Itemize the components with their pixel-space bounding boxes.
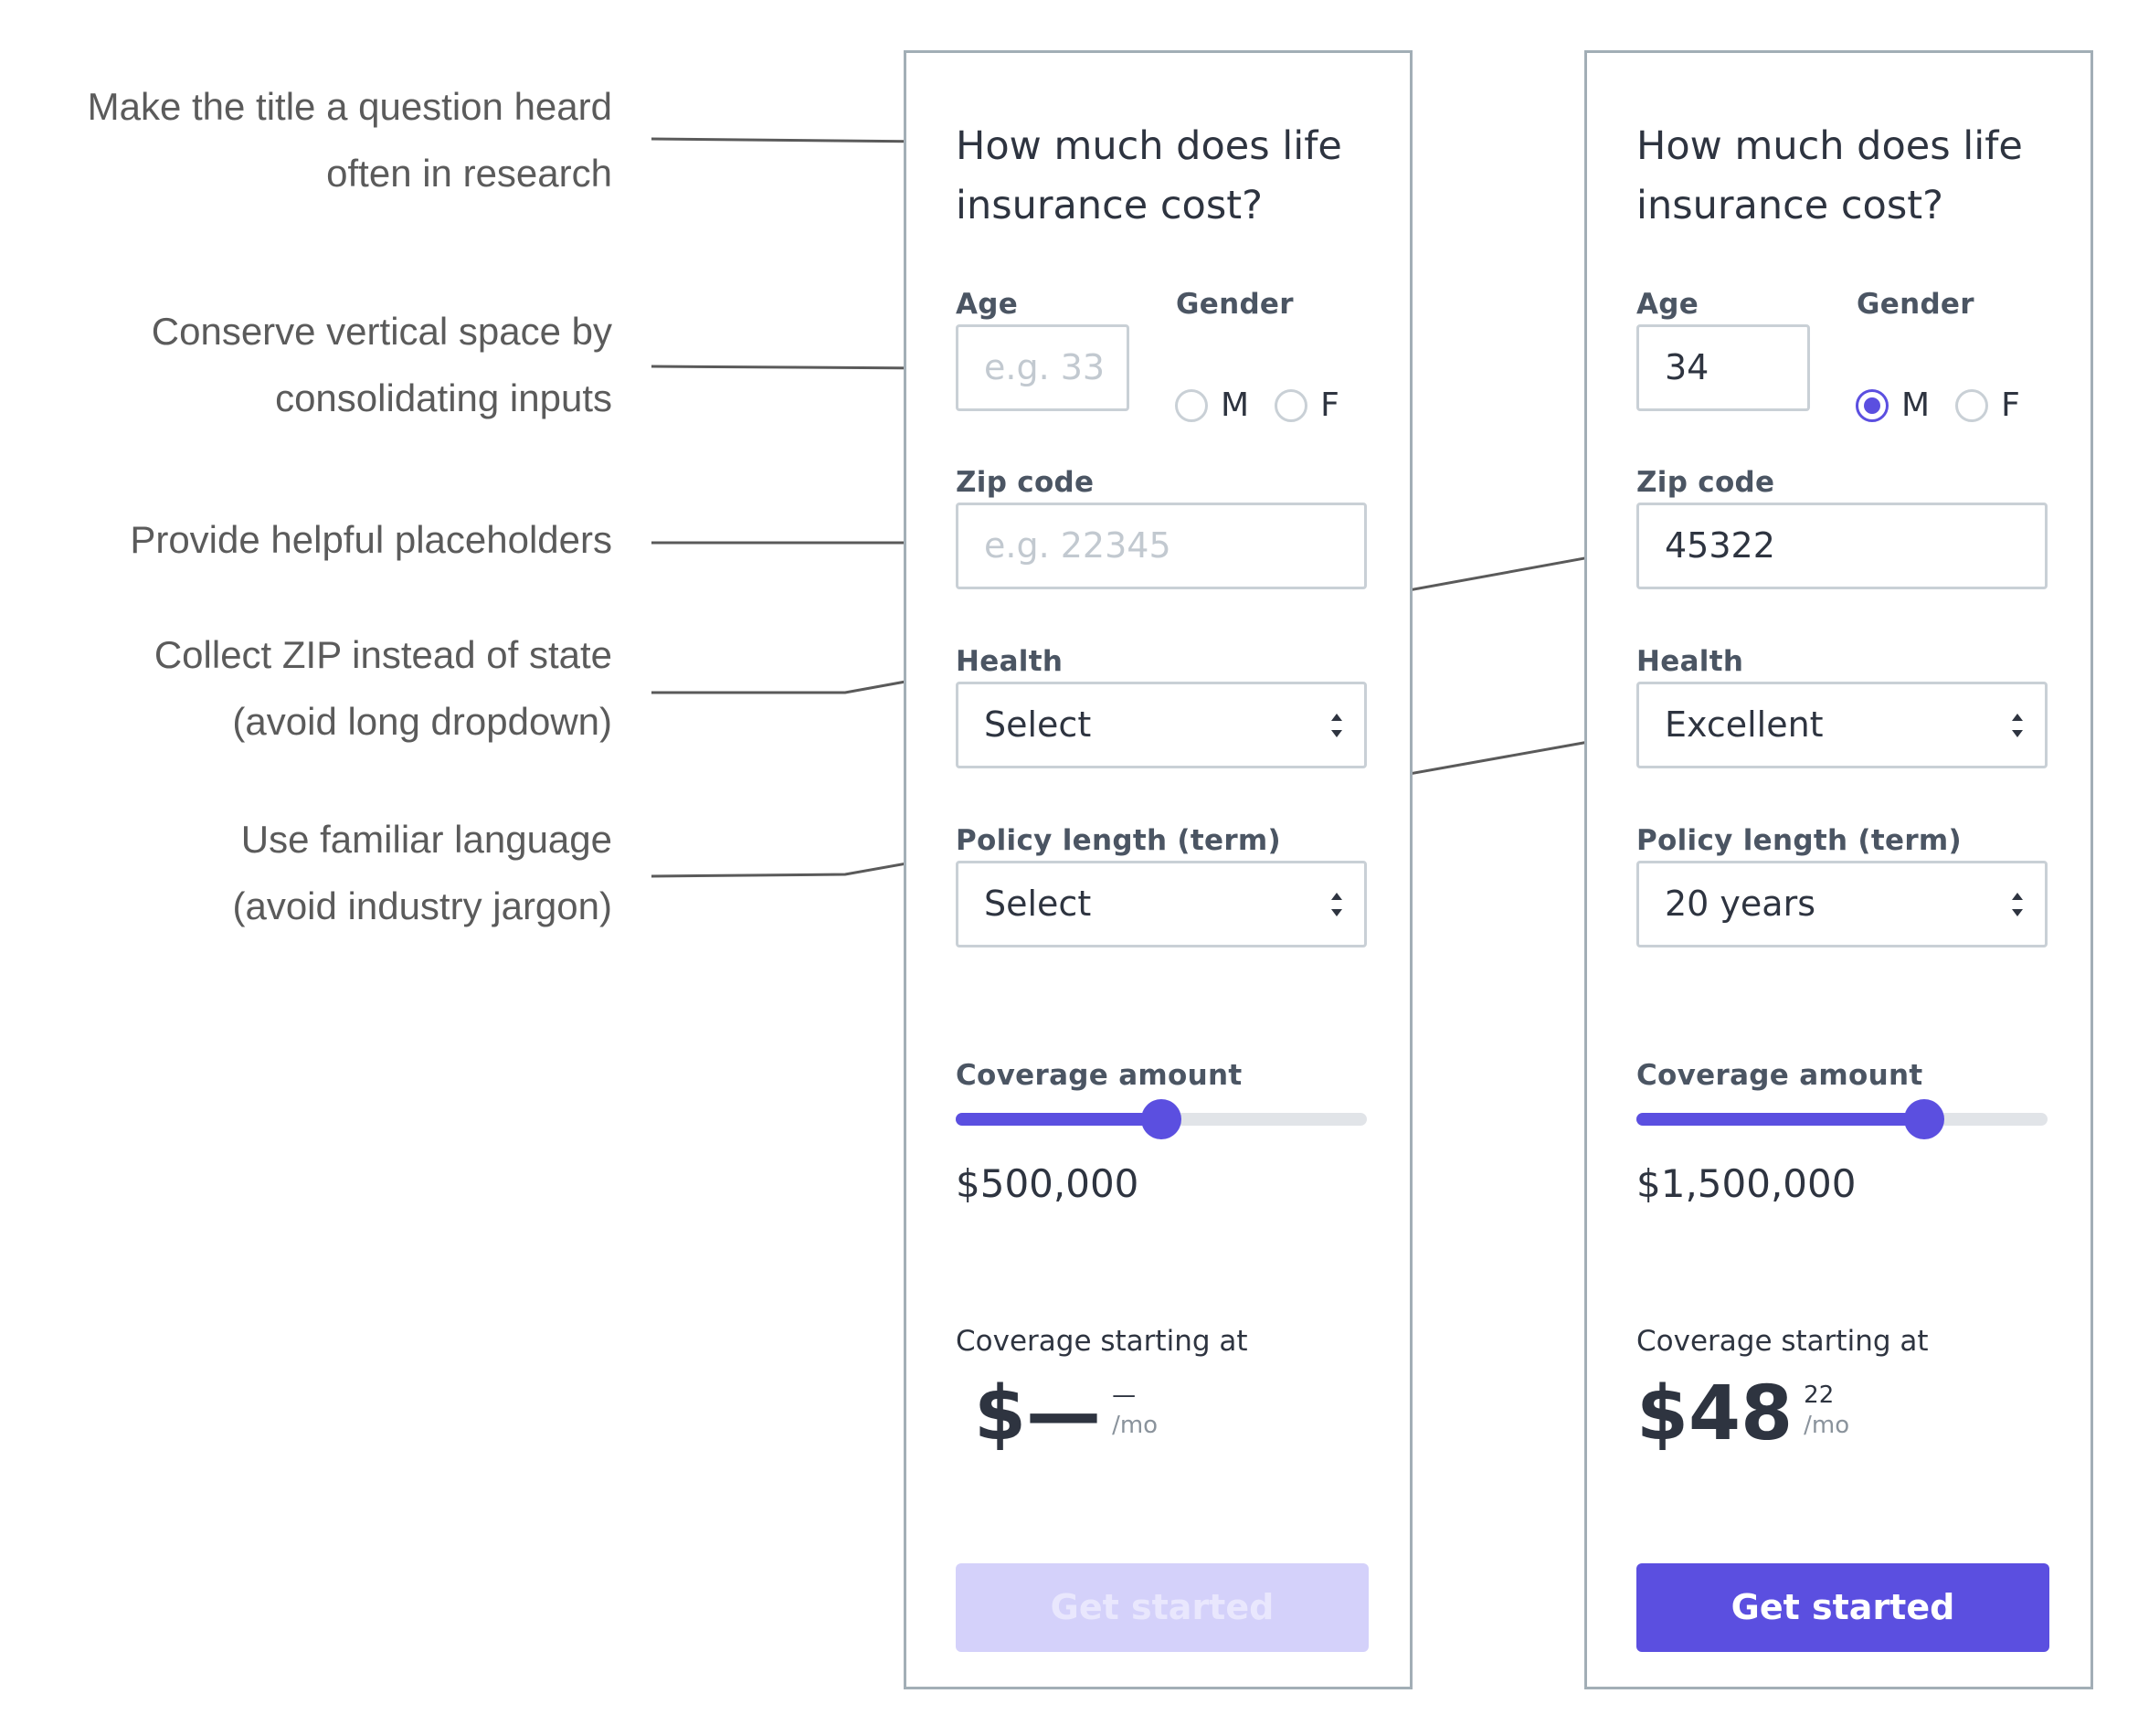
gender-label: Gender: [1176, 288, 1294, 321]
filled-quote-card: How much does life insurance cost? Age 3…: [1584, 50, 2093, 1689]
coverage-starting-label: Coverage starting at: [1636, 1325, 1929, 1358]
term-select-value: Select: [984, 884, 1092, 924]
coverage-starting-label: Coverage starting at: [956, 1325, 1248, 1358]
price-display: $— — /mo: [974, 1369, 1158, 1460]
form-title: How much does life insurance cost?: [956, 123, 1342, 228]
price-cents: 22: [1804, 1381, 1835, 1409]
coverage-slider[interactable]: [956, 1099, 1367, 1139]
health-select-value: Select: [984, 704, 1092, 745]
zip-input[interactable]: e.g. 22345: [956, 503, 1367, 589]
select-arrows-icon: [2012, 893, 2023, 916]
select-arrows-icon: [2012, 714, 2023, 737]
select-arrows-icon: [1331, 714, 1342, 737]
coverage-label: Coverage amount: [1636, 1059, 1923, 1092]
connector-vertical-space: [651, 365, 931, 370]
term-label: Policy length (term): [1636, 824, 1963, 857]
connector-title: [651, 137, 931, 143]
term-select[interactable]: 20 years: [1636, 861, 2048, 947]
coverage-amount: $500,000: [956, 1161, 1139, 1206]
annotation-vertical-space: Conserve vertical space by consolidating…: [151, 310, 612, 419]
age-input[interactable]: 34: [1636, 324, 1810, 411]
zip-placeholder: e.g. 22345: [984, 525, 1171, 566]
health-select[interactable]: Excellent: [1636, 682, 2048, 768]
term-select-value: 20 years: [1665, 884, 1816, 924]
annotation-title: Make the title a question heard often in…: [87, 85, 612, 195]
age-label: Age: [956, 288, 1019, 321]
health-select-value: Excellent: [1665, 704, 1824, 745]
gender-radio-group: M F: [1856, 386, 2046, 424]
price-unit: /mo: [1804, 1412, 1850, 1439]
get-started-button[interactable]: Get started: [956, 1563, 1369, 1652]
empty-quote-card: How much does life insurance cost? Age e…: [904, 50, 1413, 1689]
zip-input[interactable]: 45322: [1636, 503, 2048, 589]
zip-label: Zip code: [956, 466, 1095, 499]
form-title: How much does life insurance cost?: [1636, 123, 2023, 228]
health-select[interactable]: Select: [956, 682, 1367, 768]
health-label: Health: [1636, 645, 1744, 678]
term-select[interactable]: Select: [956, 861, 1367, 947]
coverage-slider[interactable]: [1636, 1099, 2048, 1139]
coverage-label: Coverage amount: [956, 1059, 1243, 1092]
health-label: Health: [956, 645, 1064, 678]
age-placeholder: e.g. 33: [984, 347, 1106, 387]
annotation-language: Use familiar language (avoid industry ja…: [232, 818, 612, 927]
price-dollars: $—: [974, 1371, 1102, 1457]
gender-m-radio[interactable]: [1175, 388, 1208, 422]
coverage-amount: $1,500,000: [1636, 1161, 1857, 1206]
slider-thumb[interactable]: [1141, 1099, 1181, 1139]
gender-m-label: M: [1221, 386, 1250, 424]
gender-f-label: F: [1320, 386, 1339, 424]
term-label: Policy length (term): [956, 824, 1282, 857]
price-dollars: $48: [1636, 1371, 1794, 1457]
price-fraction: 22 /mo: [1804, 1381, 1849, 1442]
age-input[interactable]: e.g. 33: [956, 324, 1129, 411]
gender-label: Gender: [1857, 288, 1974, 321]
price-fraction: — /mo: [1112, 1381, 1158, 1442]
age-value: 34: [1665, 347, 1709, 387]
gender-f-radio[interactable]: [1275, 388, 1308, 422]
annotation-placeholders: Provide helpful placeholders: [130, 518, 612, 561]
get-started-button[interactable]: Get started: [1636, 1563, 2049, 1652]
gender-m-label: M: [1901, 386, 1931, 424]
slider-thumb[interactable]: [1904, 1099, 1944, 1139]
slider-fill: [1636, 1113, 1924, 1126]
gender-radio-group: M F: [1175, 386, 1365, 424]
select-arrows-icon: [1331, 893, 1342, 916]
gender-m-radio[interactable]: [1856, 388, 1889, 422]
price-unit: /mo: [1112, 1412, 1159, 1439]
price-display: $48 22 /mo: [1636, 1369, 1849, 1460]
gender-f-label: F: [2001, 386, 2020, 424]
slider-fill: [956, 1113, 1161, 1126]
gender-f-radio[interactable]: [1955, 388, 1989, 422]
zip-value: 45322: [1665, 525, 1775, 566]
price-cents: —: [1112, 1381, 1137, 1409]
age-label: Age: [1636, 288, 1699, 321]
annotation-zip: Collect ZIP instead of state (avoid long…: [153, 633, 612, 743]
zip-label: Zip code: [1636, 466, 1775, 499]
